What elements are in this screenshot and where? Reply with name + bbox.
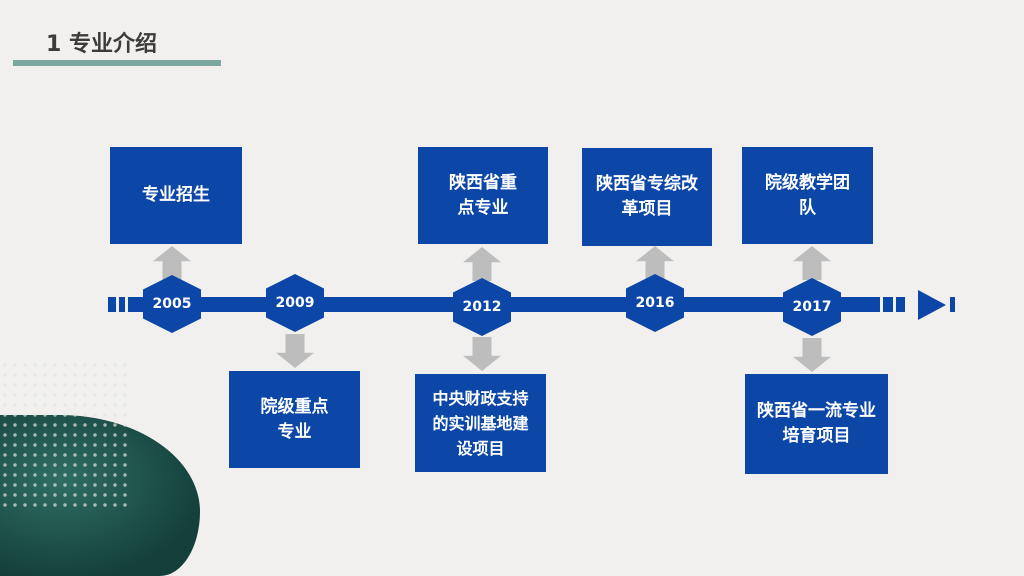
year-marker-2017: 2017 — [783, 278, 841, 336]
timeline-end-mark — [950, 297, 955, 312]
event-box-top: 院级教学团队 — [742, 147, 873, 244]
title-underline — [13, 60, 221, 66]
year-marker-2009: 2009 — [266, 274, 324, 332]
timeline-dash — [108, 297, 116, 312]
event-box-bottom: 中央财政支持的实训基地建设项目 — [415, 374, 546, 472]
timeline-arrow-head — [918, 290, 946, 320]
year-marker-2005: 2005 — [143, 275, 201, 333]
event-box-bottom: 院级重点专业 — [229, 371, 360, 468]
page-title: 1 专业介绍 — [46, 32, 157, 57]
arrow-down-icon — [793, 338, 831, 372]
timeline-dash — [896, 297, 905, 312]
year-marker-2012: 2012 — [453, 278, 511, 336]
year-marker-2016: 2016 — [626, 274, 684, 332]
timeline-dash — [119, 297, 125, 312]
arrow-down-icon — [276, 334, 314, 368]
arrow-down-icon — [463, 337, 501, 371]
decorative-dots — [0, 360, 130, 510]
timeline-dash — [883, 297, 893, 312]
event-box-top: 专业招生 — [110, 147, 242, 244]
event-box-top: 陕西省专综改革项目 — [582, 148, 712, 246]
event-box-bottom: 陕西省一流专业培育项目 — [745, 374, 888, 474]
event-box-top: 陕西省重点专业 — [418, 147, 548, 244]
arrow-up-icon — [463, 247, 501, 281]
arrow-up-icon — [153, 246, 191, 280]
arrow-up-icon — [793, 246, 831, 280]
